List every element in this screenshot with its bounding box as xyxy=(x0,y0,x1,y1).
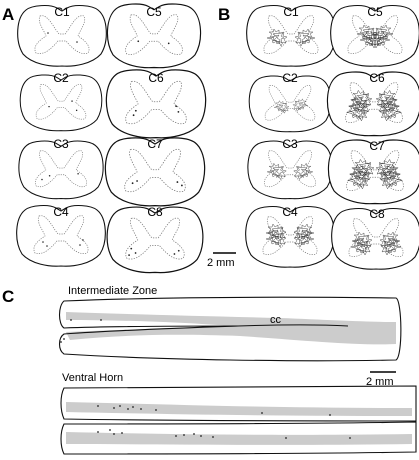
intermediate-zone-section xyxy=(58,296,402,362)
scale-bar-ab-label: 2 mm xyxy=(207,257,235,269)
segment-label-b-c8: C8 xyxy=(369,207,385,221)
section-a-c5 xyxy=(106,3,202,69)
section-a-c6 xyxy=(105,69,207,139)
segment-label-b-c7: C7 xyxy=(369,139,385,153)
section-a-c2 xyxy=(19,74,103,132)
panel-letter-b: B xyxy=(218,5,230,24)
segment-label-a-c4: C4 xyxy=(53,205,69,219)
segment-label-a-c1: C1 xyxy=(54,5,70,19)
segment-label-a-c7: C7 xyxy=(147,137,163,151)
section-a-c8 xyxy=(106,206,204,274)
section-a-c7 xyxy=(104,137,206,207)
segment-label-a-c2: C2 xyxy=(53,71,69,85)
segment-label-b-c1: C1 xyxy=(283,5,299,19)
section-a-c4 xyxy=(16,204,106,267)
ventral-horn-section-2 xyxy=(60,421,417,455)
central-canal-label: cc xyxy=(270,314,282,326)
segment-label-b-c2: C2 xyxy=(282,71,298,85)
segment-label-b-c6: C6 xyxy=(369,71,385,85)
ventral-horn-label: Ventral Horn xyxy=(62,372,123,384)
scale-bar-c-label: 2 mm xyxy=(366,376,394,388)
segment-label-a-c8: C8 xyxy=(147,205,163,219)
panel-c: Intermediate Zone cc 2 mm Ventral Horn xyxy=(58,285,417,455)
segment-label-b-c5: C5 xyxy=(367,5,383,19)
panel-a: C1 C2 C3 C4 C5 xyxy=(16,3,207,274)
panel-letter-c: C xyxy=(2,287,14,306)
segment-label-a-c3: C3 xyxy=(53,137,69,151)
section-a-c3 xyxy=(18,140,104,200)
panel-b: C1 C2 C3 C4 xyxy=(207,4,419,270)
panel-letter-a: A xyxy=(2,5,14,24)
segment-label-b-c3: C3 xyxy=(282,137,298,151)
intermediate-zone-label: Intermediate Zone xyxy=(68,285,157,297)
segment-label-a-c5: C5 xyxy=(146,5,162,19)
ventral-horn-section-1 xyxy=(60,385,417,422)
section-a-c1 xyxy=(17,4,107,67)
segment-label-b-c4: C4 xyxy=(282,205,298,219)
segment-label-a-c6: C6 xyxy=(148,71,164,85)
